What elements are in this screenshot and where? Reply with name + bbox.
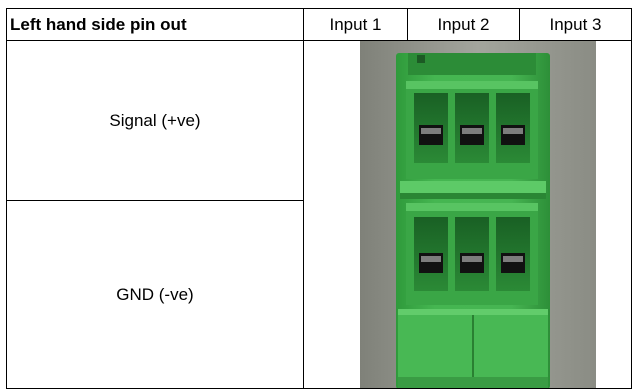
table-row-signal: Signal (+ve)	[6, 40, 632, 389]
row-label-gnd: GND (-ve)	[6, 200, 304, 389]
terminal-block-photo	[360, 41, 596, 388]
top-ridge	[408, 53, 536, 75]
row-label-signal: Signal (+ve)	[6, 40, 304, 201]
table-row-gnd: GND (-ve)	[6, 200, 632, 389]
header-row: Left hand side pin out Input 1 Input 2 I…	[6, 8, 632, 41]
top-latch	[417, 55, 425, 63]
terminal-block-photo-cell	[303, 40, 632, 389]
divider-lip	[400, 181, 546, 193]
header-pinout-label: Left hand side pin out	[6, 8, 304, 41]
header-input-3: Input 3	[519, 8, 632, 41]
header-input-1: Input 1	[303, 8, 408, 41]
lower-terminal-row	[414, 217, 530, 291]
header-input-2: Input 2	[407, 8, 520, 41]
pinout-table: Left hand side pin out Input 1 Input 2 I…	[6, 8, 632, 389]
upper-terminal-row	[414, 93, 530, 163]
